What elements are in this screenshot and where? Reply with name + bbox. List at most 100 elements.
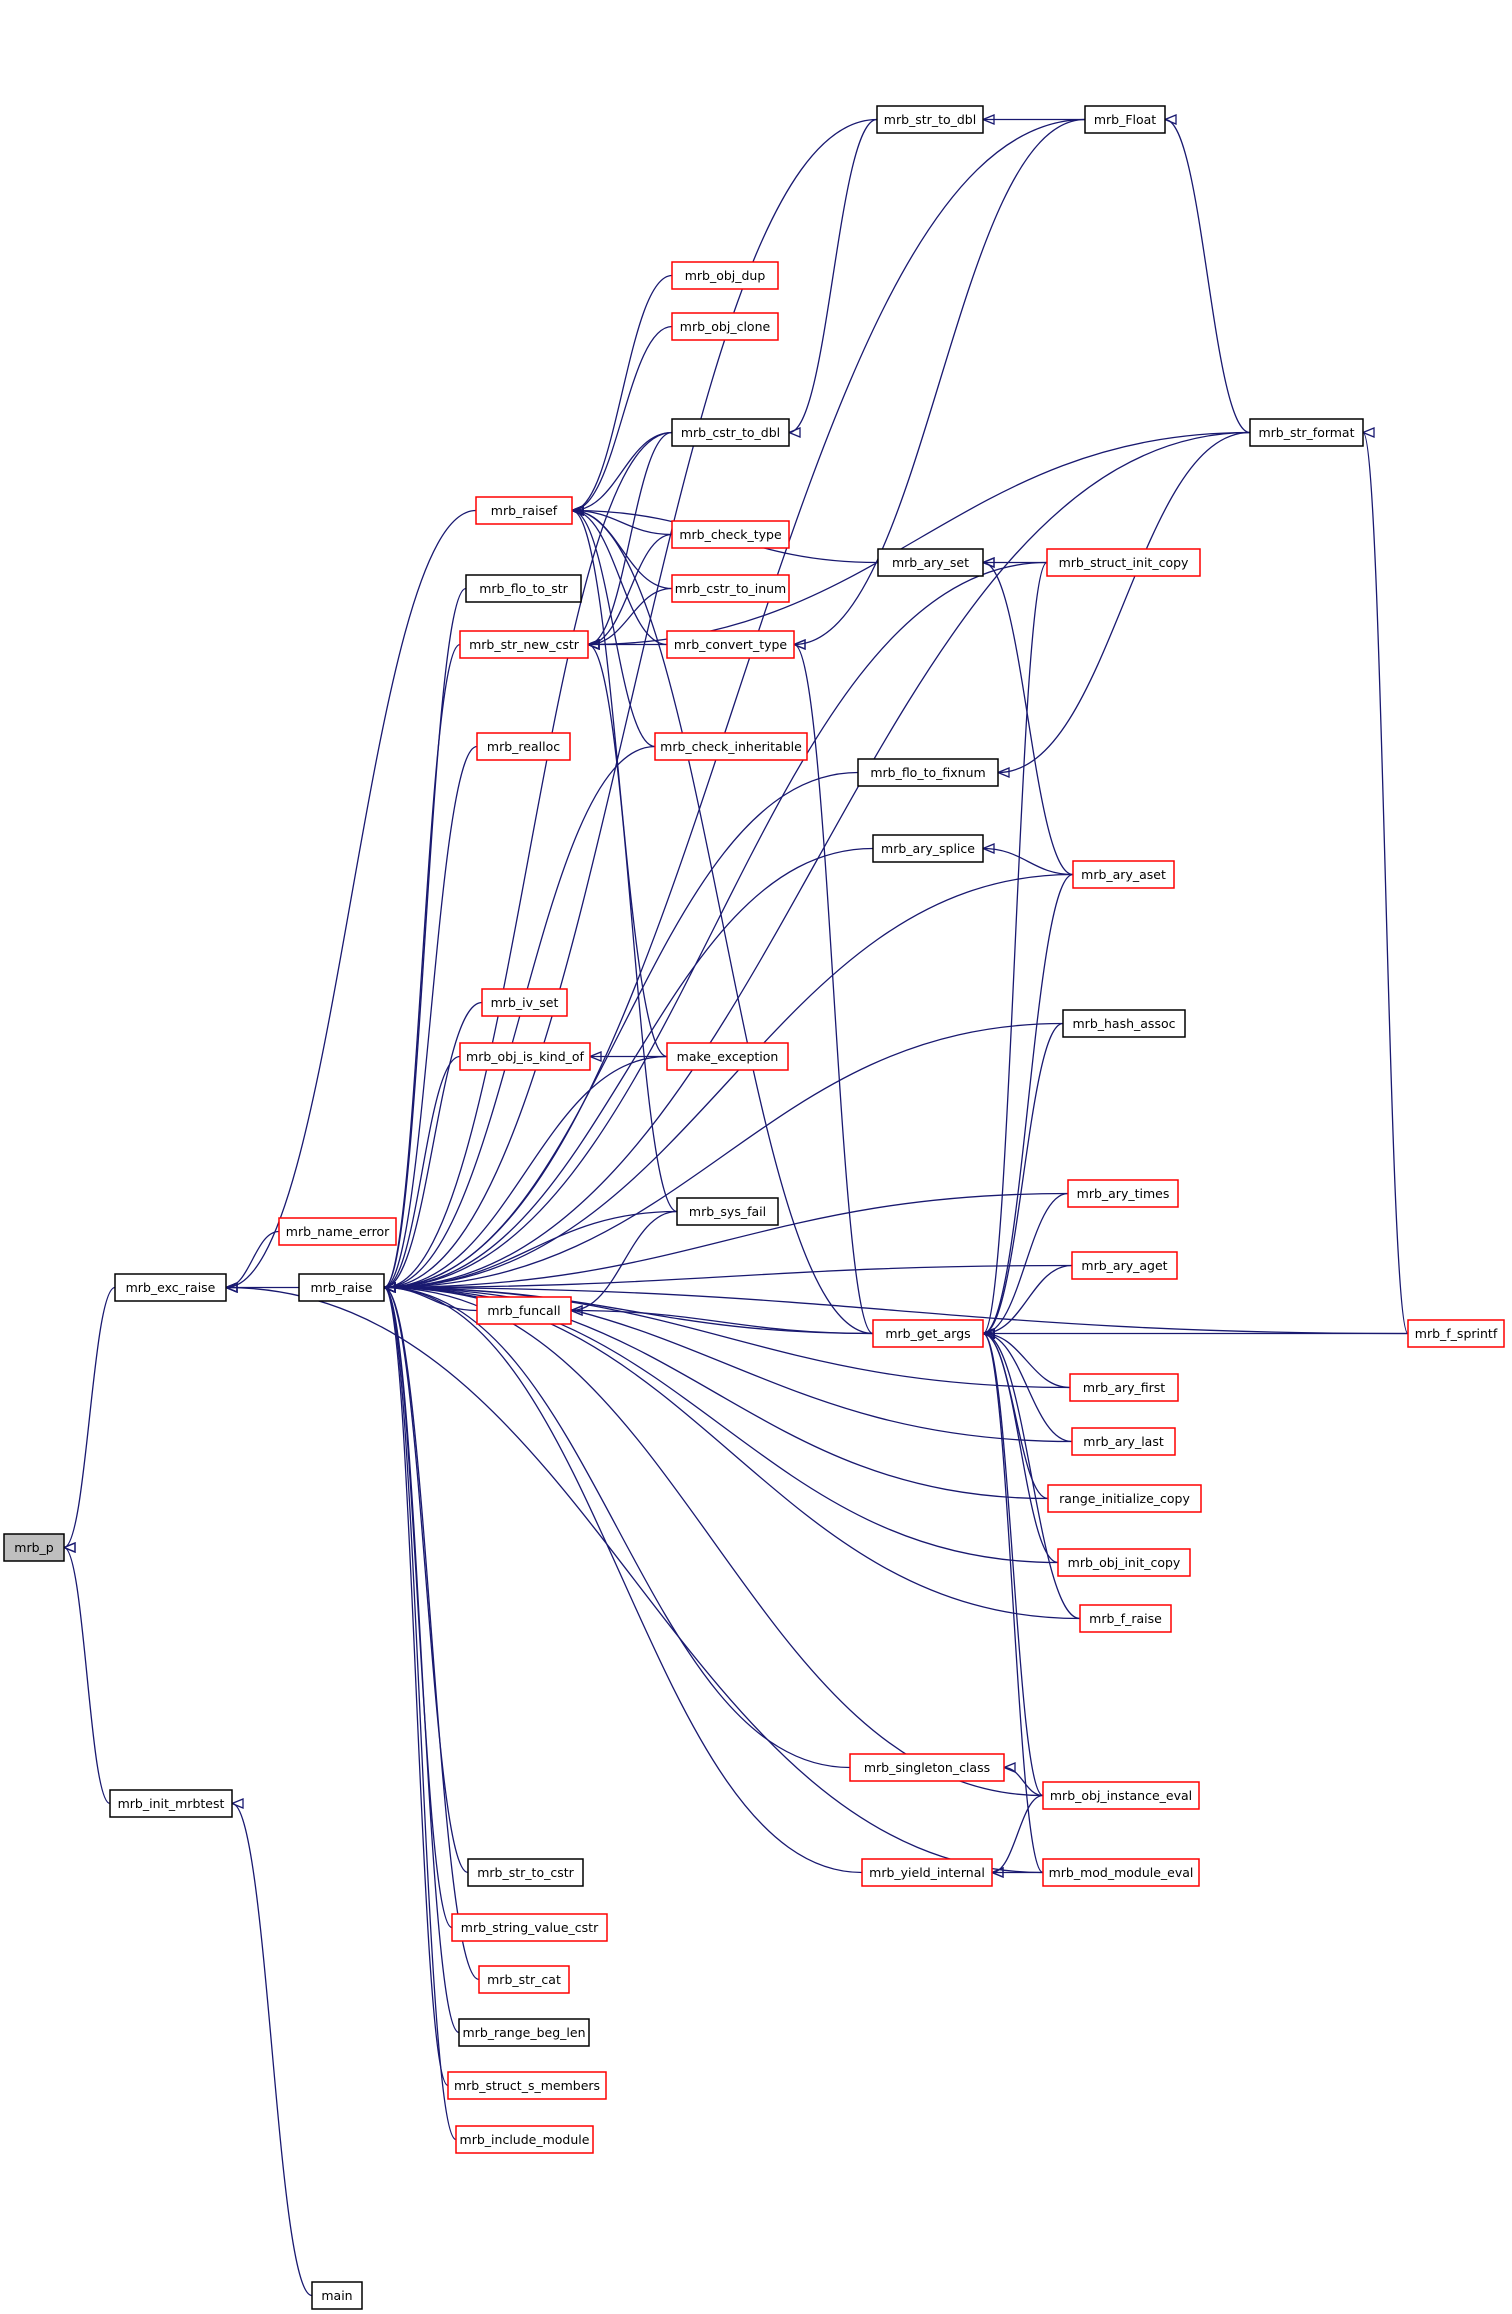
edge-line bbox=[982, 561, 1074, 876]
node-mrb-ary-aset[interactable]: mrb_ary_aset bbox=[1072, 860, 1175, 889]
node-mrb-include-module[interactable]: mrb_include_module bbox=[455, 2125, 594, 2154]
node-mrb-ary-splice[interactable]: mrb_ary_splice bbox=[872, 834, 984, 863]
edge-line bbox=[383, 1286, 469, 1874]
edge-line bbox=[383, 1286, 1071, 1389]
node-box bbox=[1079, 1604, 1172, 1633]
node-box bbox=[1072, 860, 1175, 889]
node-mrb-get-args[interactable]: mrb_get_args bbox=[872, 1319, 984, 1348]
arrowhead bbox=[588, 1051, 602, 1062]
node-label: mrb_mod_module_eval bbox=[1049, 1865, 1194, 1880]
node-mrb-ary-times[interactable]: mrb_ary_times bbox=[1067, 1179, 1179, 1208]
edge-mrb-check-inheritable-to-mrb-raise bbox=[382, 745, 656, 1293]
node-mrb-obj-dup[interactable]: mrb_obj_dup bbox=[671, 261, 779, 290]
node-mrb-str-to-cstr[interactable]: mrb_str_to_cstr bbox=[467, 1858, 584, 1887]
edge-line bbox=[383, 1286, 460, 2034]
node-mrb-str-new-cstr[interactable]: mrb_str_new_cstr bbox=[459, 630, 589, 659]
node-mrb-ary-first[interactable]: mrb_ary_first bbox=[1069, 1373, 1179, 1402]
node-mrb-hash-assoc[interactable]: mrb_hash_assoc bbox=[1062, 1009, 1186, 1038]
node-mrb-yield-internal[interactable]: mrb_yield_internal bbox=[861, 1858, 993, 1887]
edge-mrb-cstr-to-dbl-to-mrb-str-new-cstr bbox=[586, 431, 673, 650]
edge-line bbox=[383, 847, 874, 1289]
node-mrb-cstr-to-dbl[interactable]: mrb_cstr_to_dbl bbox=[671, 418, 790, 447]
node-label: mrb_convert_type bbox=[674, 637, 788, 652]
node-mrb-obj-init-copy[interactable]: mrb_obj_init_copy bbox=[1057, 1548, 1191, 1577]
node-mrb-struct-s-members[interactable]: mrb_struct_s_members bbox=[447, 2071, 607, 2100]
edge-line bbox=[982, 873, 1074, 1335]
node-mrb-flo-to-fixnum[interactable]: mrb_flo_to_fixnum bbox=[857, 758, 999, 787]
edge-mrb-struct-init-copy-to-mrb-raise bbox=[382, 561, 1048, 1293]
node-label: main bbox=[321, 2288, 352, 2303]
node-mrb-check-type[interactable]: mrb_check_type bbox=[671, 520, 790, 549]
node-mrb-f-sprintf[interactable]: mrb_f_sprintf bbox=[1407, 1319, 1505, 1348]
node-mrb-ary-set[interactable]: mrb_ary_set bbox=[877, 548, 984, 577]
node-make-exception[interactable]: make_exception bbox=[666, 1042, 789, 1071]
edge-line bbox=[383, 431, 673, 1289]
node-mrb-exc-raise[interactable]: mrb_exc_raise bbox=[114, 1273, 227, 1302]
node-box bbox=[278, 1217, 397, 1246]
edge-line bbox=[383, 643, 461, 1289]
node-box bbox=[1062, 1009, 1186, 1038]
node-label: mrb_struct_init_copy bbox=[1059, 555, 1189, 570]
node-mrb-sys-fail[interactable]: mrb_sys_fail bbox=[676, 1197, 779, 1226]
node-mrb-raisef[interactable]: mrb_raisef bbox=[475, 496, 573, 525]
edge-line bbox=[383, 1286, 863, 1874]
node-mrb-str-format[interactable]: mrb_str_format bbox=[1249, 418, 1364, 447]
node-mrb-name-error[interactable]: mrb_name_error bbox=[278, 1217, 397, 1246]
edge-line bbox=[383, 745, 478, 1289]
node-label: mrb_cstr_to_inum bbox=[675, 581, 786, 596]
node-box bbox=[671, 261, 779, 290]
node-box bbox=[877, 548, 984, 577]
arrowhead bbox=[981, 1328, 995, 1339]
node-mrb-flo-to-str[interactable]: mrb_flo_to_str bbox=[465, 574, 582, 603]
edge-line bbox=[793, 118, 1086, 646]
node-label: mrb_str_to_dbl bbox=[884, 112, 976, 127]
node-box bbox=[478, 1965, 570, 1994]
node-label: mrb_ary_last bbox=[1083, 1434, 1164, 1449]
node-range-initialize-copy[interactable]: range_initialize_copy bbox=[1047, 1484, 1202, 1513]
node-mrb-check-inheritable[interactable]: mrb_check_inheritable bbox=[654, 732, 808, 761]
node-mrb-realloc[interactable]: mrb_realloc bbox=[476, 732, 571, 761]
edge-line bbox=[383, 118, 1086, 1289]
node-mrb-mod-module-eval[interactable]: mrb_mod_module_eval bbox=[1042, 1858, 1200, 1887]
edge-mrb-range-beg-len-to-mrb-raise bbox=[382, 1282, 460, 2034]
node-mrb-raise[interactable]: mrb_raise bbox=[298, 1273, 385, 1302]
node-mrb-p[interactable]: mrb_p bbox=[3, 1533, 65, 1562]
node-mrb-str-cat[interactable]: mrb_str_cat bbox=[478, 1965, 570, 1994]
node-mrb-obj-is-kind-of[interactable]: mrb_obj_is_kind_of bbox=[459, 1042, 591, 1071]
node-mrb-Float[interactable]: mrb_Float bbox=[1084, 105, 1166, 134]
node-mrb-obj-clone[interactable]: mrb_obj_clone bbox=[671, 312, 779, 341]
edge-mrb-str-cat-to-mrb-raise bbox=[382, 1282, 480, 1981]
node-label: make_exception bbox=[677, 1049, 779, 1064]
node-mrb-singleton-class[interactable]: mrb_singleton_class bbox=[849, 1753, 1005, 1782]
edge-mrb-ary-aset-to-mrb-ary-set bbox=[981, 557, 1074, 876]
node-box bbox=[857, 758, 999, 787]
node-box bbox=[876, 105, 984, 134]
edge-line bbox=[383, 1055, 668, 1289]
edge-line bbox=[383, 771, 859, 1289]
node-mrb-obj-instance-eval[interactable]: mrb_obj_instance_eval bbox=[1042, 1781, 1200, 1810]
node-mrb-struct-init-copy[interactable]: mrb_struct_init_copy bbox=[1046, 548, 1201, 577]
node-box bbox=[467, 1858, 584, 1887]
edge-mrb-get-args-to-mrb-funcall bbox=[569, 1305, 874, 1335]
edge-line bbox=[571, 431, 673, 512]
edge-line bbox=[997, 431, 1251, 774]
node-mrb-ary-last[interactable]: mrb_ary_last bbox=[1071, 1427, 1176, 1456]
node-mrb-funcall[interactable]: mrb_funcall bbox=[476, 1296, 572, 1325]
edge-line bbox=[982, 1264, 1073, 1335]
node-mrb-init-mrbtest[interactable]: mrb_init_mrbtest bbox=[109, 1789, 233, 1818]
edge-line bbox=[231, 1802, 313, 2297]
node-mrb-f-raise[interactable]: mrb_f_raise bbox=[1079, 1604, 1172, 1633]
node-mrb-range-beg-len[interactable]: mrb_range_beg_len bbox=[458, 2018, 590, 2047]
edge-line bbox=[383, 1286, 449, 2087]
edge-line bbox=[383, 873, 1074, 1289]
node-box bbox=[1084, 105, 1166, 134]
node-label: mrb_obj_is_kind_of bbox=[466, 1049, 585, 1064]
node-main[interactable]: main bbox=[311, 2281, 363, 2310]
node-mrb-convert-type[interactable]: mrb_convert_type bbox=[666, 630, 795, 659]
node-mrb-string-value-cstr[interactable]: mrb_string_value_cstr bbox=[451, 1913, 608, 1942]
node-mrb-str-to-dbl[interactable]: mrb_str_to_dbl bbox=[876, 105, 984, 134]
node-mrb-ary-aget[interactable]: mrb_ary_aget bbox=[1071, 1251, 1178, 1280]
edge-mrb-str-format-to-mrb-Float bbox=[1163, 114, 1251, 434]
node-mrb-cstr-to-inum[interactable]: mrb_cstr_to_inum bbox=[671, 574, 790, 603]
node-mrb-iv-set[interactable]: mrb_iv_set bbox=[481, 988, 568, 1017]
